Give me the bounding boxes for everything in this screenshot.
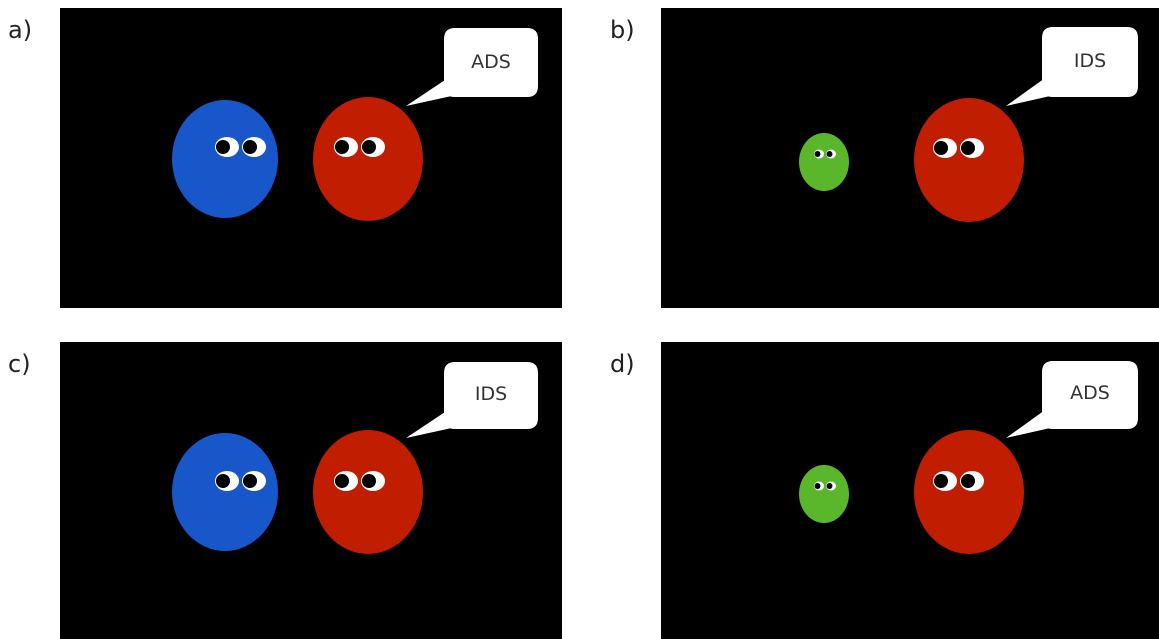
eyes-icon — [334, 471, 385, 491]
speech-type-label: ADS — [1070, 382, 1110, 404]
listener-adult-blue — [172, 100, 278, 218]
speech-bubble: IDS — [1006, 27, 1138, 106]
eyes-icon — [933, 471, 984, 491]
panel-d: ADS — [661, 342, 1159, 639]
eyes-icon — [215, 471, 266, 491]
panel-c: IDS — [60, 342, 562, 639]
panel-b: IDS — [661, 8, 1159, 308]
speech-bubble: IDS — [406, 362, 538, 438]
panel-a-label: a) — [8, 16, 33, 44]
eyes-icon — [814, 149, 836, 159]
panel-d-scene: ADS — [799, 361, 1138, 554]
listener-child-green — [799, 133, 849, 191]
panel-b-scene: IDS — [799, 27, 1138, 222]
speech-type-label: IDS — [475, 383, 507, 405]
listener-child-green — [799, 465, 849, 523]
eyes-icon — [933, 138, 984, 158]
speaker-red — [914, 98, 1024, 222]
panel-b-label: b) — [610, 16, 635, 44]
speaker-red — [914, 430, 1024, 554]
eyes-icon — [215, 137, 266, 157]
panel-d-label: d) — [610, 350, 635, 378]
panel-a: ADS — [60, 8, 562, 308]
speech-type-label: ADS — [471, 51, 511, 73]
speaker-red — [313, 97, 423, 221]
listener-adult-blue — [172, 433, 278, 551]
panel-c-label: c) — [8, 350, 31, 378]
speech-type-label: IDS — [1074, 50, 1106, 72]
eyes-icon — [814, 481, 836, 491]
speaker-red — [313, 430, 423, 554]
speech-bubble: ADS — [1006, 361, 1138, 438]
speech-bubble: ADS — [406, 28, 538, 106]
panel-a-scene: ADS — [172, 28, 538, 221]
panel-c-scene: IDS — [172, 362, 538, 554]
eyes-icon — [334, 137, 385, 157]
